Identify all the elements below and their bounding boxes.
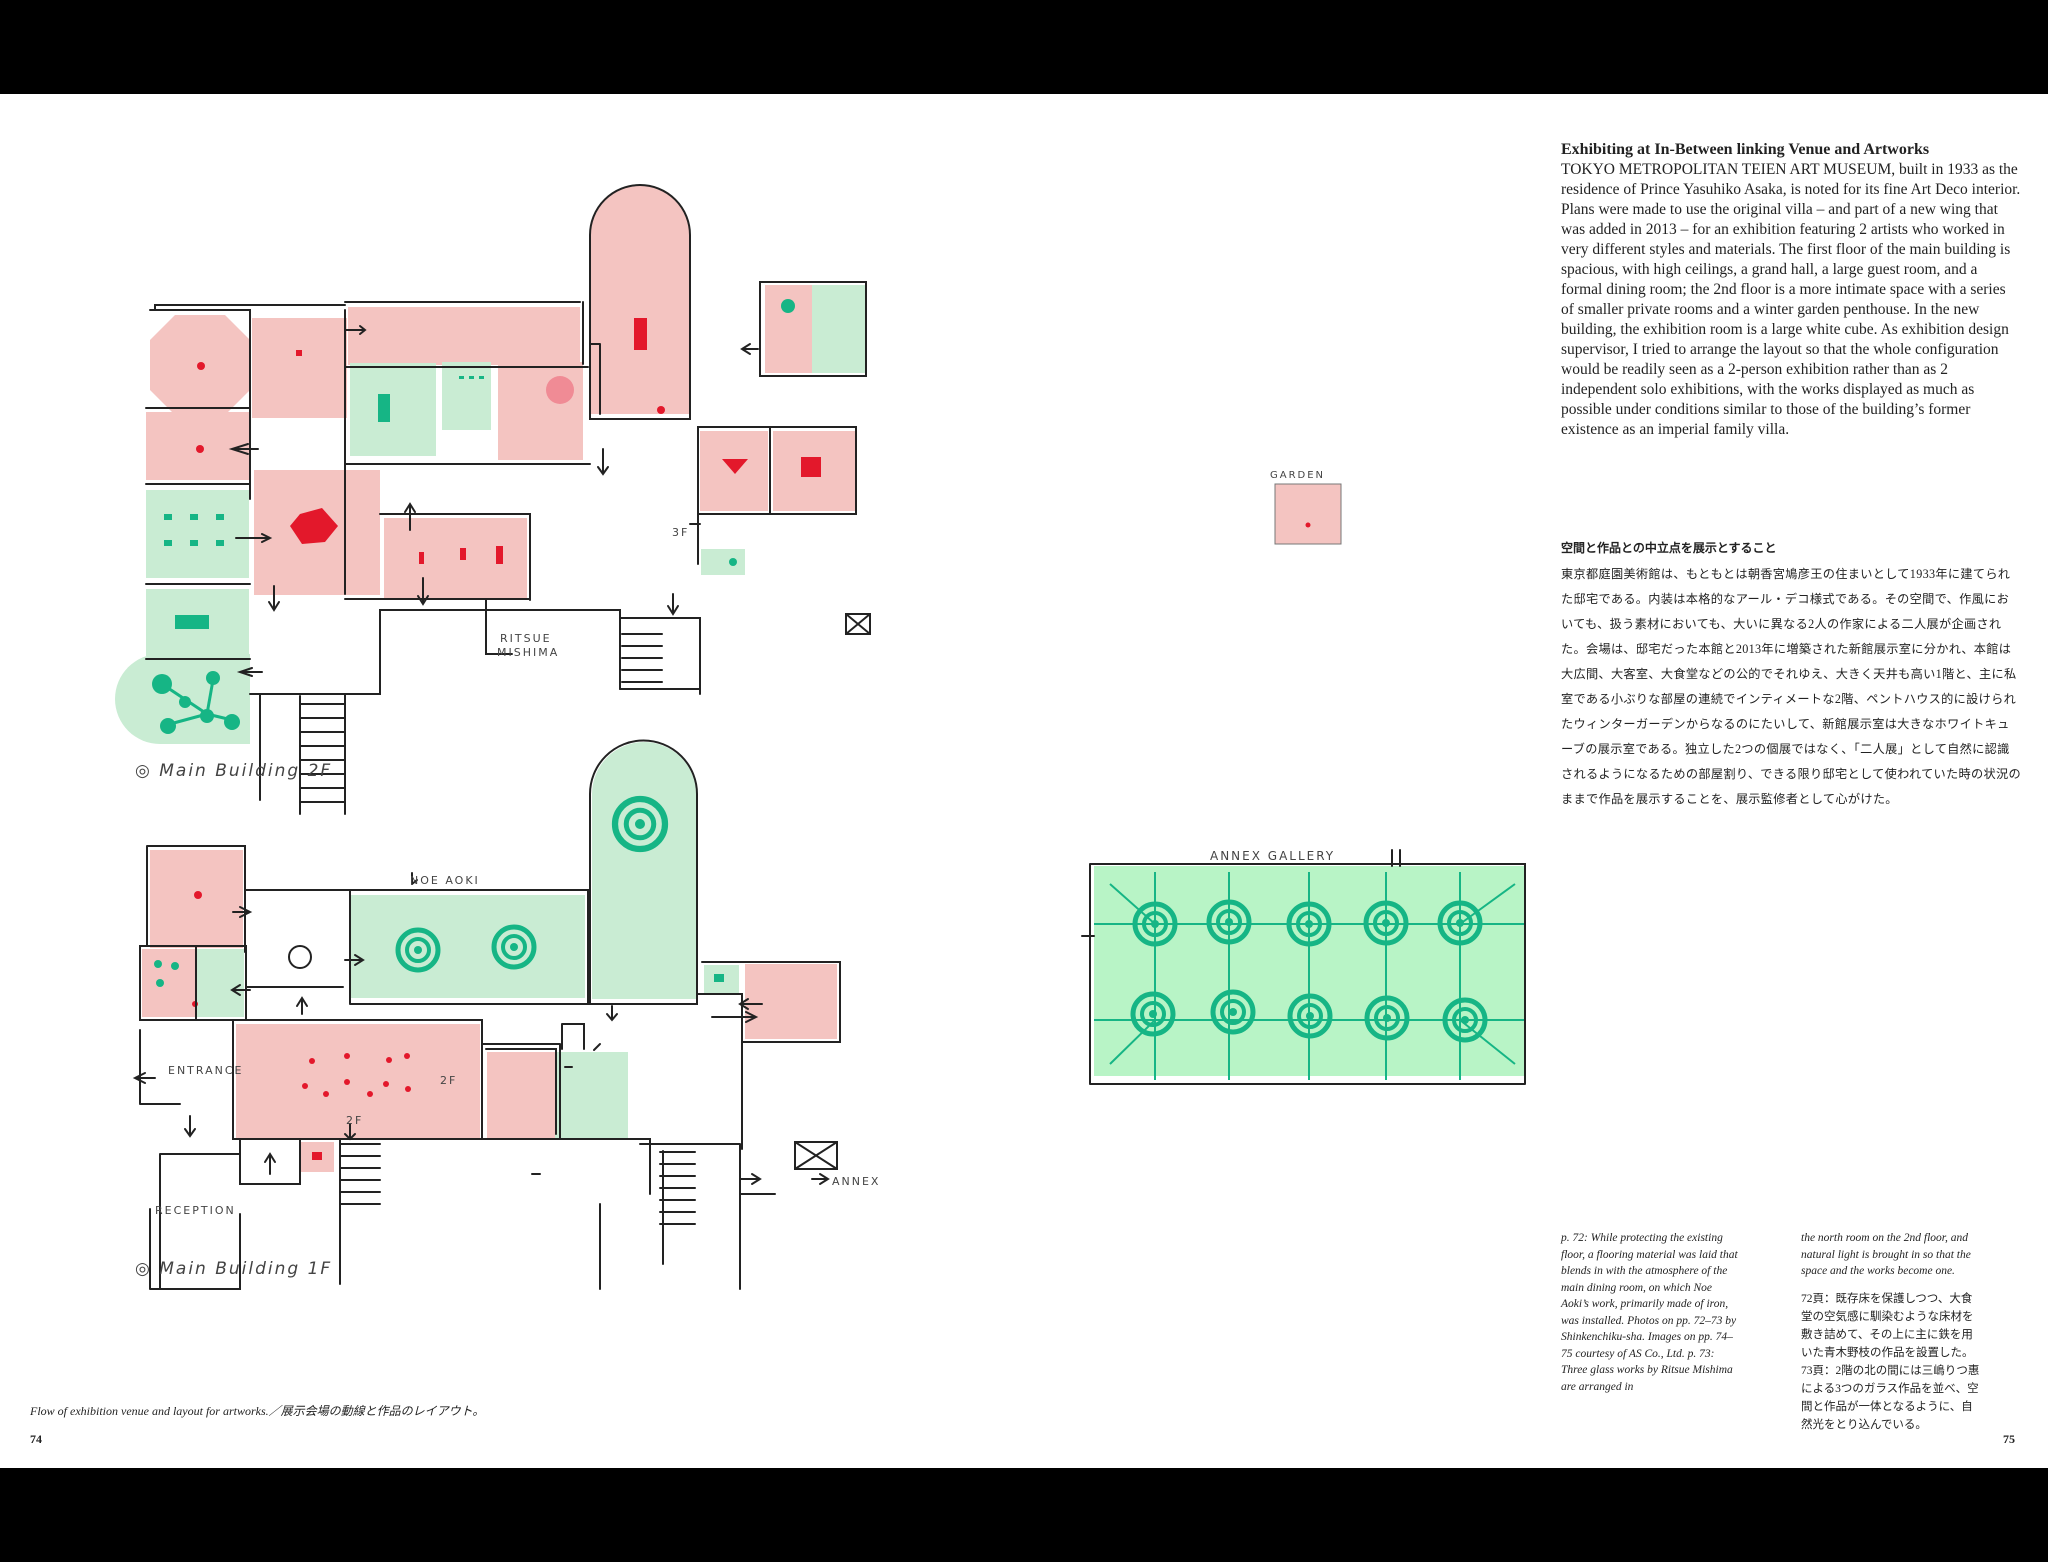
room-pink (252, 318, 347, 418)
reception-label: RECEPTION (155, 1204, 236, 1217)
room-green (350, 363, 436, 456)
top-black-bar (0, 0, 2048, 94)
figure-caption: Flow of exhibition venue and layout for … (30, 1404, 485, 1418)
photo-caption-col2: the north room on the 2nd floor, and nat… (1801, 1230, 1981, 1434)
room-pink (487, 1052, 555, 1138)
entrance-label: ENTRANCE (168, 1064, 243, 1077)
article-body-en: TOKYO METROPOLITAN TEIEN ART MUSEUM, bui… (1561, 161, 2021, 438)
room-dining (236, 1024, 480, 1139)
room-pink (150, 850, 243, 948)
magazine-spread: 3F RITSUE MISHIMA ◎ Main Building 2F (0, 94, 2048, 1468)
room-green (146, 490, 249, 578)
floor-label-2f: ◎ Main Building 2F (135, 761, 332, 781)
artwork-dots-1f (302, 1053, 411, 1097)
room-green (442, 362, 491, 430)
room-green (350, 895, 585, 998)
room-pink (745, 964, 837, 1039)
main-building-2f-plan: 3F RITSUE MISHIMA ◎ Main Building 2F (115, 184, 871, 815)
photo-caption-col2-en: the north room on the 2nd floor, and nat… (1801, 1232, 1971, 1277)
room-winter-garden (592, 742, 696, 999)
artist-label-noe-aoki: NOE AOKI (410, 874, 480, 887)
artist-label-mishima: MISHIMA (497, 646, 559, 659)
stair-label-2f-b: 2F (346, 1114, 363, 1127)
room-pink (384, 518, 527, 598)
stair-label-3f: 3F (672, 526, 689, 539)
photo-caption-col2-ja: 72頁：既存床を保護しつつ、大食堂の空気感に馴染むような床材を敷き詰めて、その上… (1801, 1292, 1980, 1431)
garden-label: GARDEN (1270, 470, 1325, 481)
room-green (812, 285, 865, 373)
bottom-black-bar (0, 1468, 2048, 1562)
room-pink (765, 285, 812, 373)
room-pink (348, 307, 580, 365)
artist-label-ritsue: RITSUE (500, 632, 552, 645)
exhibition-floor-plan: 3F RITSUE MISHIMA ◎ Main Building 2F (115, 184, 1526, 1290)
photo-caption-col1-en: p. 72: While protecting the existing flo… (1561, 1232, 1738, 1393)
article-body-ja: 東京都庭園美術館は、もともとは朝香宮鳩彦王の住まいとして1933年に建てられた邸… (1561, 567, 2021, 806)
artwork-network (152, 671, 240, 734)
annex-gallery-plan: ANNEX GALLERY (1081, 849, 1526, 1085)
article-title-ja: 空間と作品との中立点を展示とすること (1561, 541, 1777, 555)
room-apse (590, 185, 690, 414)
room-green (196, 949, 244, 1017)
room-green (555, 1052, 628, 1138)
room-pink (142, 949, 196, 1017)
floor-label-1f: ◎ Main Building 1F (135, 1259, 332, 1279)
annex-gallery-label: ANNEX GALLERY (1210, 849, 1335, 863)
main-building-1f-plan: NOE AOKI ENTRANCE RECEPTION ANNEX 2F 2F … (132, 739, 880, 1290)
room-pink (498, 362, 583, 460)
artwork-dots-2f (164, 514, 224, 546)
photo-caption-col1: p. 72: While protecting the existing flo… (1561, 1230, 1741, 1395)
garden-plan: GARDEN (1270, 470, 1342, 545)
artwork-red-large (290, 508, 338, 544)
annex-label: ANNEX (832, 1175, 880, 1188)
stair-label-2f: 2F (440, 1074, 457, 1087)
page-number-left: 74 (30, 1432, 42, 1446)
room-green (701, 549, 745, 575)
article-title-en: Exhibiting at In-Between linking Venue a… (1561, 141, 1930, 158)
page-number-right: 75 (2003, 1432, 2015, 1446)
